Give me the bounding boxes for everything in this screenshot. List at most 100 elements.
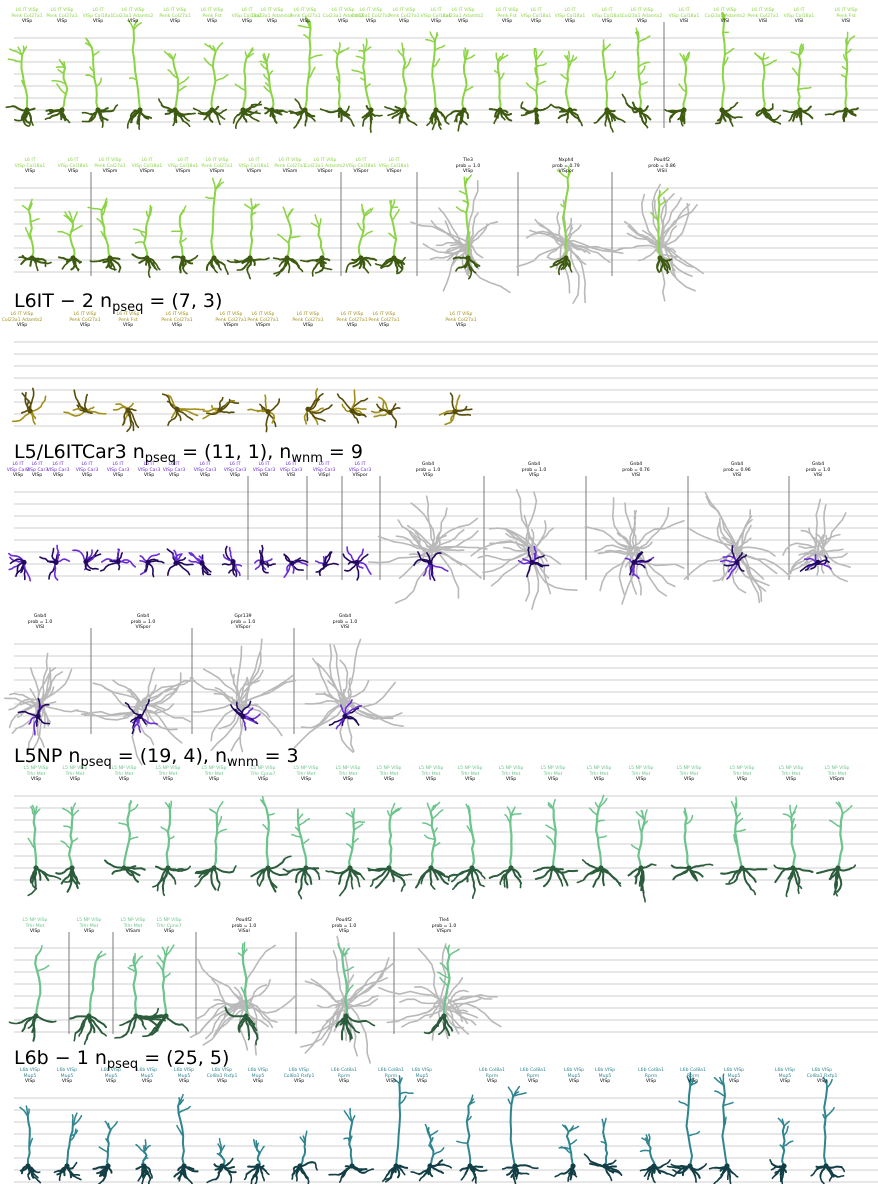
cell-label-line1: L5 NP VISp	[336, 766, 361, 772]
pseq-cell-l6it-1-0-7	[260, 54, 287, 123]
wnm-cell-l6it-1-1-2	[619, 185, 703, 301]
cell-label-line1: L6 IT VISp	[11, 8, 42, 14]
pseq-cell-l5np-0-11	[490, 807, 521, 888]
cell-label-line1: L6b Col8a1	[479, 1068, 505, 1074]
cell-label-region: VISp	[521, 19, 552, 25]
cell-label-region: VISp	[15, 169, 46, 175]
cell-label-line1: L5 NP VISp	[156, 766, 181, 772]
pseq-cell-l6it-1-0-22	[783, 44, 812, 125]
cell-label-line1: L6b VISp	[20, 1068, 40, 1074]
cell-label-line1: L6b VISp	[724, 1068, 744, 1074]
cell-label-region: VISp	[63, 777, 88, 783]
cell-label-region: VISl	[280, 473, 303, 479]
pseq-cell-l6it-1-0-23	[826, 32, 858, 121]
pseq-cell-l6b-1-0-4	[174, 1095, 197, 1184]
cell-label-region: VISl	[253, 473, 276, 479]
wnm-cell-l5np-1-2	[379, 944, 501, 1040]
cell-label-region: VISal	[232, 929, 257, 935]
cell-label-line1: L5 NP VISp	[77, 918, 102, 924]
cell-label-region: VISp	[377, 777, 402, 783]
cell-label-region: VISpm	[239, 169, 270, 175]
cell-label-line1: L5 NP VISp	[458, 766, 483, 772]
wnm-cell-l6it-1-1-1	[517, 167, 625, 304]
pseq-cell-l6b-1-0-9	[383, 1076, 413, 1182]
cell-label-region: VISp	[112, 777, 137, 783]
pseq-cell-l6b-1-0-12	[503, 1087, 538, 1184]
wnm-cell-l5np-1-1	[301, 936, 394, 1063]
cell-label-line1: L5 NP VISp	[677, 766, 702, 772]
pseq-cell-l6it-1-0-18	[622, 28, 650, 127]
cell-label-region: VISp	[107, 473, 130, 479]
cell-label-line1: L6b VISp	[412, 1068, 432, 1074]
cell-label-line1: L6 IT VISp	[445, 312, 476, 318]
pseq-cell-l5np-0-10	[449, 804, 485, 898]
pseq-cell-l5np-0-9	[416, 803, 449, 890]
pseq-cell-l6it-1-0-5	[194, 43, 228, 125]
cell-label-region: VISp	[251, 777, 276, 783]
pseq-cell-l6it-1-0-12	[426, 32, 449, 129]
cell-label-region: VISp	[159, 19, 190, 25]
cell-label-region: VISam	[274, 169, 305, 175]
cell-label-region: VISp	[378, 1079, 404, 1085]
cell-label-line1: L5 NP VISp	[541, 766, 566, 772]
cell-label-region: VISp	[138, 473, 161, 479]
cell-label-region: VISp	[289, 19, 320, 25]
panel-row-l6b-1-0	[14, 1073, 878, 1184]
cell-label-line1: L6b VISp	[775, 1068, 795, 1074]
cell-label-region: VISpm	[432, 929, 457, 935]
cell-label-region: VISp	[592, 19, 623, 25]
cell-label-region: VISam	[121, 929, 146, 935]
pseq-cell-l6b-1-0-19	[811, 1077, 844, 1183]
cell-label-region: VISp	[157, 929, 182, 935]
cell-label-line1: L6 IT VISp	[388, 8, 419, 14]
cell-label-region: VISp	[730, 777, 755, 783]
pseq-cell-l6b-1-0-5	[207, 1139, 236, 1183]
cell-label-line1: L5 NP VISp	[730, 766, 755, 772]
cell-label-line1: L6b Col8a1	[680, 1068, 706, 1074]
pseq-cell-l5np-0-4	[195, 802, 236, 891]
cell-label-line1: L6 IT VISp	[159, 8, 190, 14]
cell-label-region: VISp	[555, 19, 586, 25]
cell-label-line1: L6 IT VISp	[46, 8, 77, 14]
pseq-cell-l5np-1-1	[71, 951, 107, 1044]
cell-label-region: VISp	[680, 1079, 706, 1085]
cell-label-region: VISp	[58, 169, 89, 175]
cell-label-line1: L6 IT VISp	[368, 312, 399, 318]
cell-label-line1: L6 IT VISp	[201, 8, 224, 14]
cell-label-region: VISp	[137, 1079, 157, 1085]
cell-label-region: VISp	[629, 777, 654, 783]
cell-label-line1: L5 NP VISp	[419, 766, 444, 772]
cell-label-region: VISp	[161, 323, 192, 329]
panel-row-l6it-1-1	[14, 167, 878, 304]
cell-label-region: VISpm	[825, 777, 850, 783]
